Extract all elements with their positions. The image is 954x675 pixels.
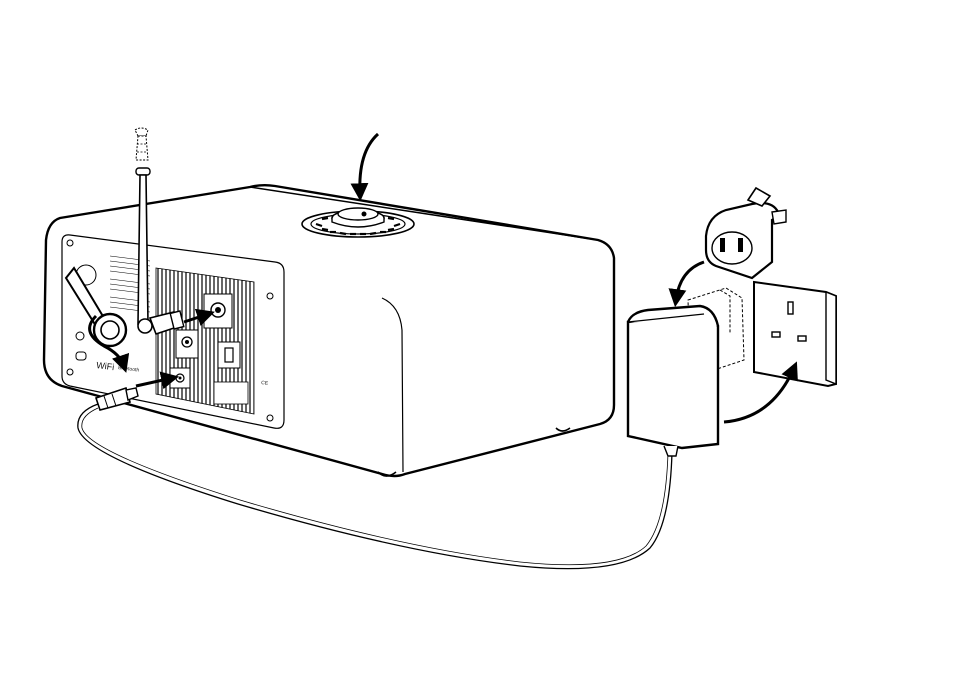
panel-screw-1 bbox=[67, 240, 73, 246]
panel-screw-3 bbox=[67, 369, 73, 375]
plug-head-icon bbox=[706, 188, 786, 278]
wps-button-icon bbox=[76, 352, 86, 360]
power-adapter-icon bbox=[628, 288, 744, 456]
panel-screw-2 bbox=[267, 293, 273, 299]
panel-screw-4 bbox=[267, 415, 273, 421]
radio-unit: WiFi Bluetooth CE bbox=[44, 185, 614, 476]
label-block bbox=[214, 382, 248, 404]
wall-socket-icon bbox=[754, 282, 836, 386]
standby-button-icon bbox=[76, 332, 84, 340]
usb-port-icon bbox=[225, 348, 233, 362]
plug-arrow-icon bbox=[676, 262, 704, 300]
